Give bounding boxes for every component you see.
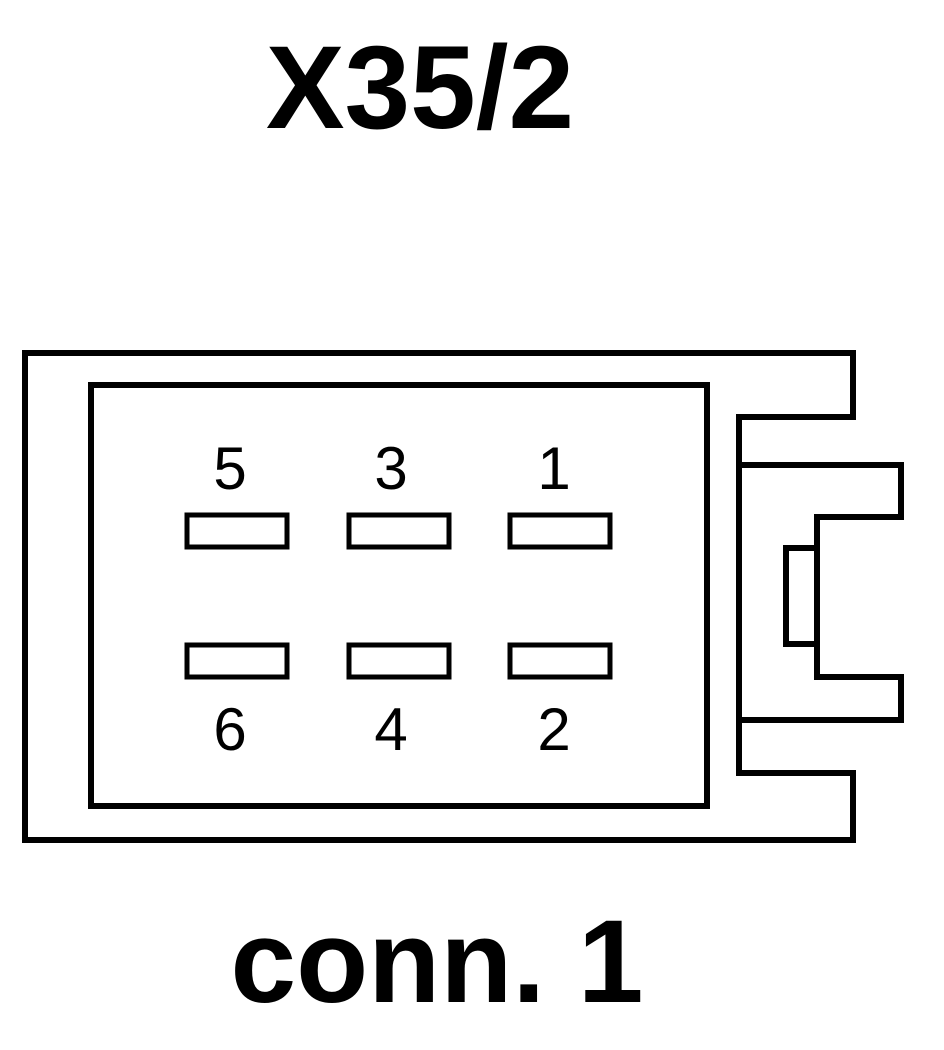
- latch-button: [783, 545, 820, 647]
- pin-label-6: 6: [213, 696, 246, 763]
- pin-4: [346, 642, 452, 680]
- pin-3: [346, 512, 452, 550]
- pin-label-3: 3: [374, 435, 407, 502]
- pin-6: [184, 642, 290, 680]
- connector-id-title: X35/2: [266, 22, 574, 154]
- pin-label-2: 2: [537, 696, 570, 763]
- pin-label-1: 1: [537, 435, 570, 502]
- pin-label-5: 5: [213, 435, 246, 502]
- pin-2: [507, 642, 613, 680]
- pin-5: [184, 512, 290, 550]
- connector-housing-outline: [22, 350, 856, 843]
- pin-1: [507, 512, 613, 550]
- pin-label-4: 4: [374, 696, 407, 763]
- connector-caption: conn. 1: [230, 896, 643, 1028]
- pin-cavity: [88, 382, 710, 809]
